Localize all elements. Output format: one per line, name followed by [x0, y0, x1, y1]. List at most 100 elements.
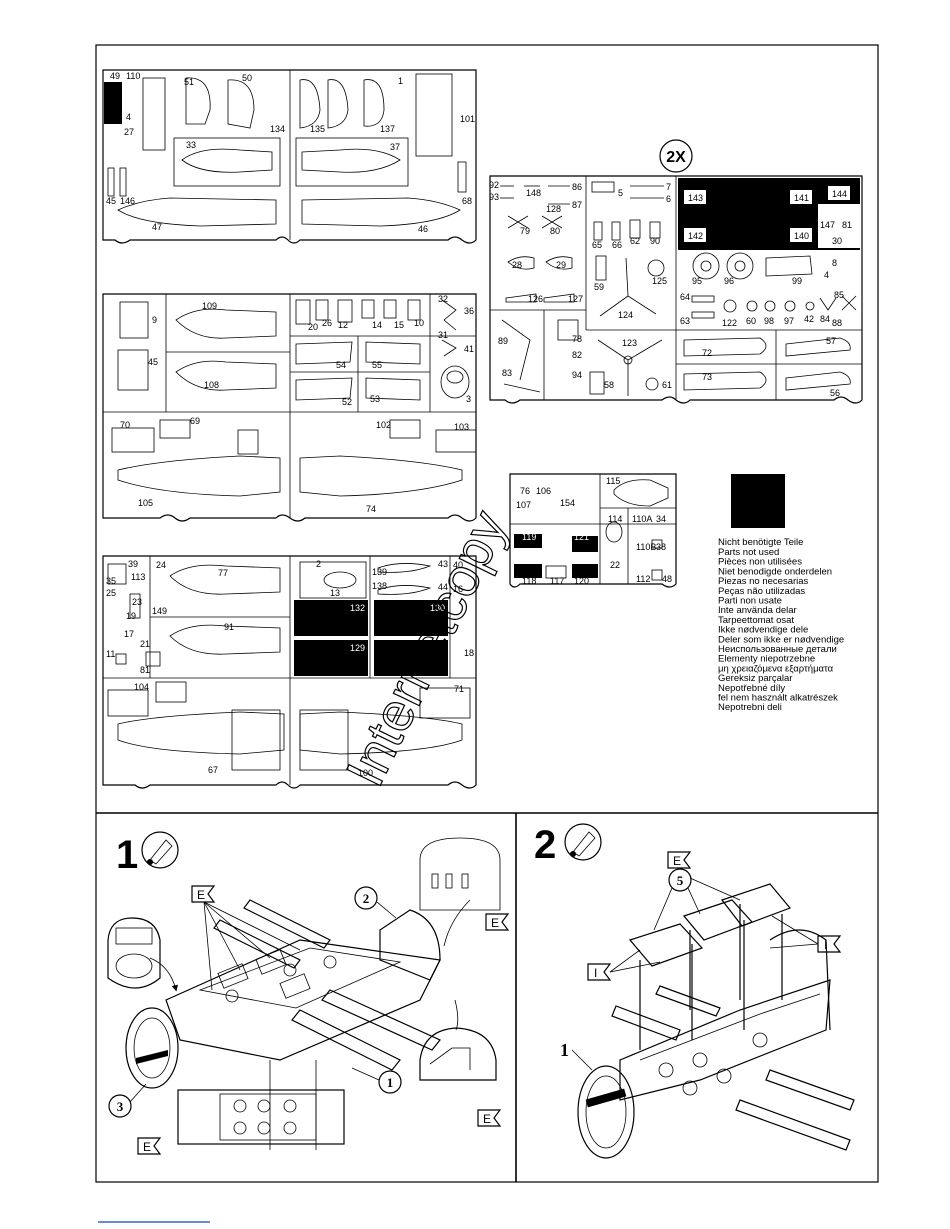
part-number-labels: 49 110 4 27 51 50 134 135 137 1 101 33 3…: [106, 71, 852, 778]
part-label: 58: [604, 380, 614, 390]
part-label: 3: [466, 394, 471, 404]
part-label: 103: [454, 422, 469, 432]
part-label: 51: [184, 77, 194, 87]
sprue-tag-i: I: [587, 949, 661, 981]
legend-language-line: Неиспользованные детали: [718, 644, 837, 655]
callout-5: 5: [677, 873, 684, 888]
step-2-panel: 2: [534, 823, 855, 1159]
step-1-panel: 1: [107, 831, 510, 1155]
part-label: 57: [826, 336, 836, 346]
part-label: 86: [572, 182, 582, 192]
legend-language-line: μη χρειαζόμενα εξαρτήματα: [718, 663, 834, 674]
part-label: 138: [372, 581, 387, 591]
legend-language-line: Niet benodigde onderdelen: [718, 566, 832, 577]
part-label: 46: [418, 224, 428, 234]
sprue-frame-d: 143 141 144 142 140: [489, 175, 863, 404]
part-label: 93: [489, 192, 499, 202]
part-label: 22: [610, 560, 620, 570]
part-label: 148: [526, 188, 541, 198]
part-label: 129: [350, 643, 365, 653]
part-label: 56: [830, 388, 840, 398]
sprue-tag-e: E: [667, 851, 692, 869]
sprue-tag-i: I: [769, 915, 842, 953]
part-label: 95: [692, 276, 702, 286]
multiplier-label: 2X: [666, 149, 686, 166]
part-label: 132: [350, 603, 365, 613]
part-label: 104: [134, 682, 149, 692]
sprue-frame-a: [102, 69, 477, 244]
part-label: 59: [594, 282, 604, 292]
part-label: 6: [666, 194, 671, 204]
part-label: 110B: [636, 542, 656, 552]
detail-view-frame: [419, 1027, 497, 1081]
part-label: 134: [270, 124, 285, 134]
svg-text:143: 143: [688, 193, 703, 203]
floor-plan-view: [177, 1060, 345, 1150]
legend-language-line: Inte använda delar: [718, 605, 797, 616]
part-label: 99: [792, 276, 802, 286]
part-label: 35: [106, 576, 116, 586]
part-label: 88: [832, 318, 842, 328]
part-label: 43: [438, 559, 448, 569]
part-label: 102: [376, 420, 391, 430]
part-label: 91: [224, 622, 234, 632]
part-label: 54: [336, 360, 346, 370]
svg-text:E: E: [483, 1112, 491, 1126]
part-label: 18: [464, 648, 474, 658]
legend-language-line: fel nem használt alkatrészek: [718, 693, 838, 704]
part-label: 100: [358, 768, 373, 778]
legend-language-line: Nepotrebni deli: [718, 702, 782, 713]
part-label: 98: [764, 316, 774, 326]
part-label: 66: [612, 240, 622, 250]
svg-text:142: 142: [688, 231, 703, 241]
part-label: 118: [522, 576, 536, 586]
part-label: 37: [390, 142, 400, 152]
part-label: 47: [152, 222, 162, 232]
part-label: 137: [380, 124, 395, 134]
part-label: 40: [453, 560, 463, 570]
svg-text:E: E: [491, 916, 499, 930]
part-label: 33: [186, 140, 196, 150]
parts-not-used-legend: Nicht benötigte Teile Parts not usedPièc…: [718, 474, 844, 713]
part-label: 52: [342, 397, 352, 407]
part-label: 32: [438, 294, 448, 304]
part-label: 29: [556, 260, 566, 270]
part-label: 101: [460, 114, 475, 124]
part-label: 70: [120, 420, 130, 430]
part-label: 108: [204, 380, 219, 390]
callout-1-label: 1: [560, 1040, 569, 1060]
part-label: 113: [131, 572, 145, 582]
legend-language-line: Deler som ikke er nødvendige: [718, 634, 844, 645]
part-label: 7: [666, 182, 671, 192]
sprue-tag-e: E: [191, 885, 301, 991]
sprue-frame-e: [509, 473, 677, 588]
part-label: 19: [126, 611, 136, 621]
legend-language-line: Peças não utilizadas: [718, 586, 805, 597]
part-label: 84: [820, 314, 830, 324]
part-label: 74: [366, 504, 376, 514]
part-label: 82: [572, 350, 582, 360]
part-label: 154: [560, 498, 575, 508]
part-label: 23: [132, 597, 142, 607]
part-label: 94: [572, 370, 582, 380]
svg-text:141: 141: [794, 193, 809, 203]
part-label: 78: [572, 334, 582, 344]
part-label: 128: [546, 204, 561, 214]
bulkhead-part-1: [577, 1065, 635, 1159]
legend-language-line: Tarpeettomat osat: [718, 615, 794, 626]
part-label: 4: [126, 112, 131, 122]
part-label: 11: [106, 649, 115, 659]
glue-icon: [564, 823, 602, 861]
outer-border: [95, 44, 879, 1183]
part-label: 123: [622, 338, 637, 348]
part-label: 147: [820, 220, 835, 230]
part-label: 96: [724, 276, 734, 286]
part-label: 68: [462, 196, 472, 206]
part-label: 146: [120, 196, 135, 206]
legend-language-line: Ikke nødvendige dele: [718, 625, 808, 636]
bulkhead-part-3: [125, 1007, 179, 1089]
part-label: 41: [464, 344, 474, 354]
svg-text:I: I: [824, 938, 827, 952]
svg-text:140: 140: [794, 231, 809, 241]
